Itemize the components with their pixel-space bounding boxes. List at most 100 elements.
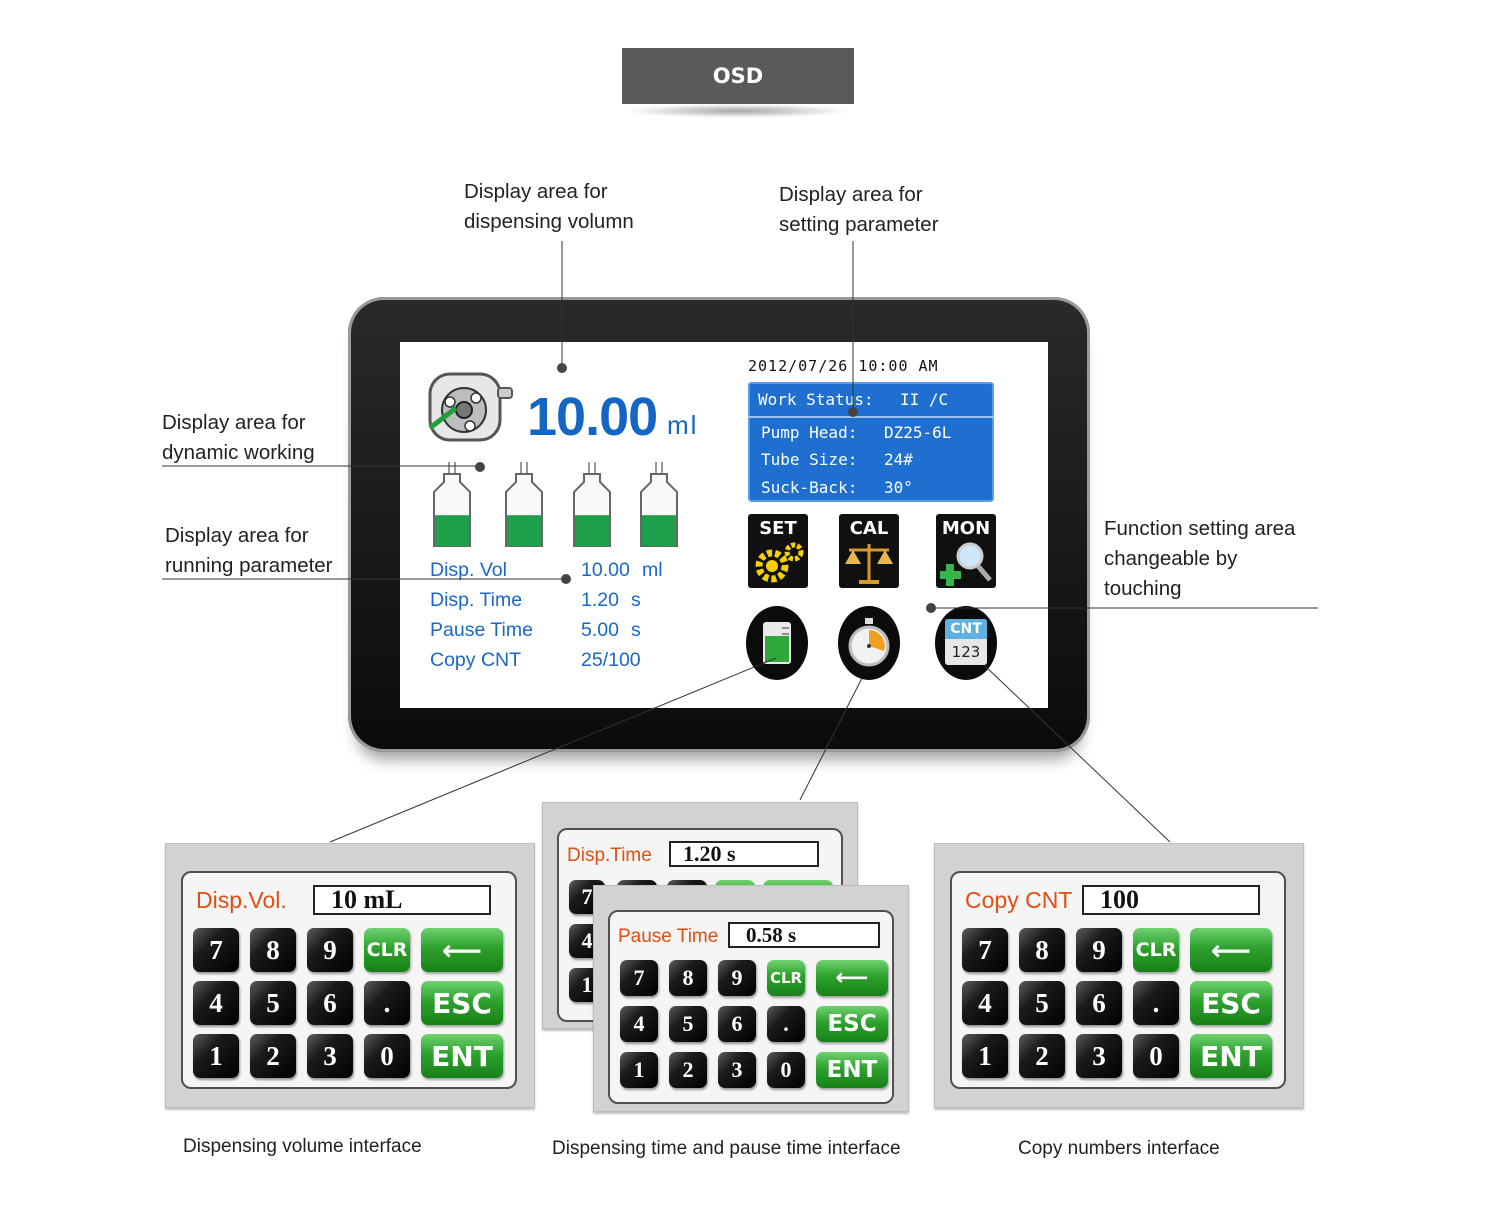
key-8[interactable]: 8 bbox=[250, 928, 296, 972]
param-value-pause-time: 5.00 bbox=[581, 619, 619, 641]
key-2[interactable]: 2 bbox=[669, 1052, 707, 1088]
key-4[interactable]: 4 bbox=[962, 981, 1008, 1025]
bottle-icon bbox=[640, 462, 678, 547]
gear-icon bbox=[755, 542, 804, 583]
copy-count-button[interactable]: CNT 123 bbox=[935, 606, 997, 680]
esc-key[interactable]: ESC bbox=[421, 981, 503, 1025]
caption-volume: Dispensing volume interface bbox=[183, 1136, 422, 1157]
suck-back-value: 30° bbox=[884, 478, 913, 497]
back-key[interactable]: ⟵ bbox=[421, 928, 503, 972]
callout-line: Display area for bbox=[779, 183, 923, 206]
param-label-pause-time: Pause Time bbox=[430, 619, 533, 641]
key-2[interactable]: 2 bbox=[250, 1034, 296, 1078]
key-3[interactable]: 3 bbox=[307, 1034, 353, 1078]
key-5[interactable]: 5 bbox=[250, 981, 296, 1025]
volume-value-field[interactable]: 10 mL bbox=[313, 885, 491, 915]
param-label-disp-vol: Disp. Vol bbox=[430, 559, 507, 581]
copy-value-field[interactable]: 100 bbox=[1082, 885, 1260, 915]
copy-keypad-label: Copy CNT bbox=[965, 887, 1073, 913]
key-4[interactable]: 4 bbox=[620, 1006, 658, 1042]
key-9[interactable]: 9 bbox=[1076, 928, 1122, 972]
pause-value-field[interactable]: 0.58 s bbox=[728, 922, 880, 948]
dot-key[interactable]: . bbox=[364, 981, 410, 1025]
key-0[interactable]: 0 bbox=[767, 1052, 805, 1088]
callout-line: dynamic working bbox=[162, 441, 315, 464]
suck-back-label: Suck-Back: bbox=[761, 478, 858, 497]
dot-key[interactable]: . bbox=[1133, 981, 1179, 1025]
param-unit-disp-time: s bbox=[631, 589, 641, 611]
cal-button[interactable]: CAL bbox=[839, 514, 899, 588]
pump-head-icon bbox=[428, 372, 513, 442]
callout-function-setting: Function setting area changeable by touc… bbox=[1104, 514, 1295, 604]
callout-line: setting parameter bbox=[779, 213, 939, 236]
param-unit-pause-time: s bbox=[631, 619, 641, 641]
clr-key[interactable]: CLR bbox=[1133, 928, 1179, 972]
key-2[interactable]: 2 bbox=[1019, 1034, 1065, 1078]
key-3[interactable]: 3 bbox=[1076, 1034, 1122, 1078]
callout-line: Function setting area bbox=[1104, 517, 1296, 540]
magnifier-plus-icon bbox=[940, 542, 992, 586]
back-key[interactable]: ⟵ bbox=[816, 960, 888, 996]
key-8[interactable]: 8 bbox=[669, 960, 707, 996]
param-value-disp-vol: 10.00 bbox=[581, 559, 630, 581]
stopwatch-icon bbox=[848, 618, 890, 667]
beaker-icon bbox=[763, 622, 791, 664]
key-0[interactable]: 0 bbox=[364, 1034, 410, 1078]
ent-key[interactable]: ENT bbox=[1190, 1034, 1272, 1078]
key-1[interactable]: 1 bbox=[193, 1034, 239, 1078]
clr-key[interactable]: CLR bbox=[767, 960, 805, 996]
param-value-disp-time: 1.20 bbox=[581, 589, 619, 611]
osd-banner-shadow bbox=[625, 104, 851, 118]
key-6[interactable]: 6 bbox=[1076, 981, 1122, 1025]
key-4[interactable]: 4 bbox=[193, 981, 239, 1025]
ent-key[interactable]: ENT bbox=[421, 1034, 503, 1078]
dot-key[interactable]: . bbox=[767, 1006, 805, 1042]
key-6[interactable]: 6 bbox=[718, 1006, 756, 1042]
key-7[interactable]: 7 bbox=[962, 928, 1008, 972]
callout-line: touching bbox=[1104, 577, 1182, 600]
key-5[interactable]: 5 bbox=[669, 1006, 707, 1042]
esc-key[interactable]: ESC bbox=[816, 1006, 888, 1042]
mon-button[interactable]: MON bbox=[936, 514, 996, 588]
esc-key[interactable]: ESC bbox=[1190, 981, 1272, 1025]
callout-line: changeable by bbox=[1104, 547, 1238, 570]
clr-key[interactable]: CLR bbox=[364, 928, 410, 972]
key-5[interactable]: 5 bbox=[1019, 981, 1065, 1025]
key-3[interactable]: 3 bbox=[718, 1052, 756, 1088]
disp-volume-button[interactable] bbox=[746, 606, 808, 680]
key-9[interactable]: 9 bbox=[718, 960, 756, 996]
volume-unit: ml bbox=[667, 410, 699, 440]
key-0[interactable]: 0 bbox=[1133, 1034, 1179, 1078]
callout-line: running parameter bbox=[165, 554, 333, 577]
key-6[interactable]: 6 bbox=[307, 981, 353, 1025]
cnt-label: CNT bbox=[945, 619, 987, 639]
status-header: Work Status: II /C bbox=[748, 382, 994, 418]
date-time: 2012/07/26 10:00 AM bbox=[748, 357, 939, 375]
key-7[interactable]: 7 bbox=[193, 928, 239, 972]
caption-time: Dispensing time and pause time interface bbox=[552, 1138, 901, 1159]
callout-dynamic-working: Display area for dynamic working bbox=[162, 408, 315, 468]
key-7[interactable]: 7 bbox=[620, 960, 658, 996]
back-key[interactable]: ⟵ bbox=[1190, 928, 1272, 972]
callout-setting-parameter: Display area for setting parameter bbox=[779, 180, 939, 240]
mon-button-label: MON bbox=[941, 518, 991, 539]
tube-size-label: Tube Size: bbox=[761, 450, 858, 469]
bottle-icon bbox=[573, 462, 611, 547]
running-parameters: Disp. Vol Disp. Time Pause Time Copy CNT… bbox=[430, 557, 710, 681]
param-unit-disp-vol: ml bbox=[642, 559, 663, 581]
key-1[interactable]: 1 bbox=[962, 1034, 1008, 1078]
timer-button[interactable] bbox=[838, 606, 900, 680]
key-8[interactable]: 8 bbox=[1019, 928, 1065, 972]
pump-head-label: Pump Head: bbox=[761, 423, 858, 442]
key-1[interactable]: 1 bbox=[620, 1052, 658, 1088]
pause-keypad-label: Pause Time bbox=[618, 926, 719, 947]
key-9[interactable]: 9 bbox=[307, 928, 353, 972]
pump-head-value: DZ25-6L bbox=[884, 423, 952, 442]
time-keypad-field[interactable]: 1.20 s bbox=[669, 841, 819, 867]
ent-key[interactable]: ENT bbox=[816, 1052, 888, 1088]
set-button[interactable]: SET bbox=[748, 514, 808, 588]
